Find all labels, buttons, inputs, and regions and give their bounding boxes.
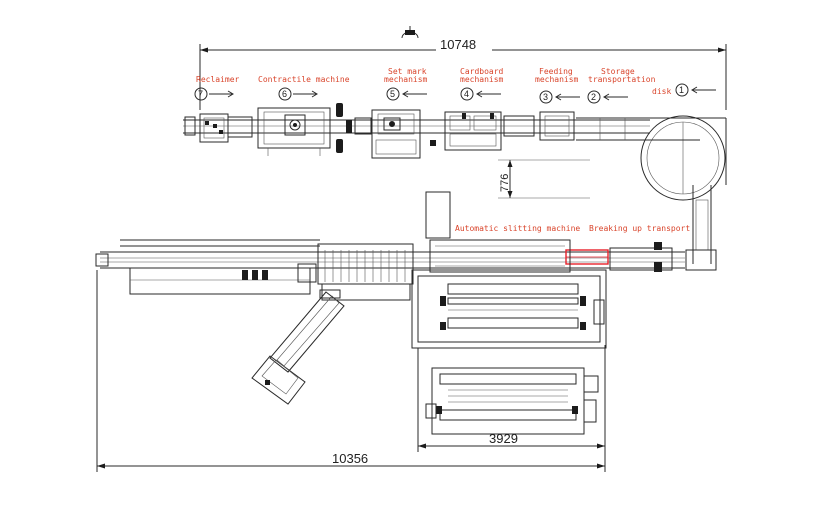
svg-text:5: 5 bbox=[390, 89, 395, 99]
svg-text:3: 3 bbox=[543, 92, 548, 102]
lifting-hook-icon bbox=[401, 26, 419, 39]
station-5-label: Set mark bbox=[388, 67, 427, 76]
station-5-label-2: mechanism bbox=[384, 75, 428, 84]
lower-slitter-unit bbox=[425, 367, 599, 435]
set-mark-mechanism bbox=[354, 109, 436, 159]
roller-bottom bbox=[336, 139, 343, 153]
slitter-width-dimension: 3929 bbox=[489, 431, 518, 446]
marker-4: 4 bbox=[460, 87, 501, 101]
cardboard-mechanism bbox=[444, 111, 535, 151]
angled-chute bbox=[251, 289, 345, 405]
svg-text:2: 2 bbox=[591, 92, 596, 102]
marker-2: 2 bbox=[587, 90, 628, 104]
top-width-dimension: 10748 bbox=[440, 37, 476, 52]
disk bbox=[640, 115, 727, 201]
vertical-dimension: 776 bbox=[498, 159, 590, 199]
reclaimer bbox=[184, 113, 253, 143]
marker-5: 5 bbox=[386, 87, 427, 101]
breaking-up-label: Breaking up transport bbox=[589, 224, 690, 233]
svg-text:1: 1 bbox=[679, 85, 684, 95]
marker-6: 6 bbox=[278, 87, 318, 101]
station-6-label: Contractile machine bbox=[258, 75, 350, 84]
svg-text:7: 7 bbox=[198, 89, 203, 99]
station-labels: Reclaimer Contractile machine Set mark m… bbox=[196, 67, 671, 96]
station-markers: 7 6 5 4 3 2 1 bbox=[194, 83, 716, 104]
marker-7: 7 bbox=[194, 87, 234, 101]
station-4-label: Cardboard bbox=[460, 67, 504, 76]
feed-column bbox=[685, 185, 717, 271]
storage-transportation bbox=[576, 117, 650, 141]
left-discharge-table bbox=[129, 263, 317, 295]
slitting-machine bbox=[411, 239, 607, 349]
upper-line bbox=[183, 103, 727, 201]
svg-text:4: 4 bbox=[464, 89, 469, 99]
station-3-label: Feeding bbox=[539, 67, 573, 76]
top-dimension: 10748 bbox=[199, 37, 727, 110]
marker-3: 3 bbox=[539, 90, 580, 104]
main-conveyor bbox=[95, 239, 685, 269]
bottom-width-dimension: 10356 bbox=[332, 451, 368, 466]
upper-cabinet bbox=[425, 191, 451, 239]
roller-top bbox=[336, 103, 343, 117]
station-2-label: Storage bbox=[601, 67, 635, 76]
contractile-machine bbox=[257, 107, 331, 156]
svg-text:6: 6 bbox=[282, 89, 287, 99]
station-4-label-2: mechanism bbox=[460, 75, 504, 84]
station-2-label-2: transportation bbox=[588, 75, 656, 84]
slitting-machine-label: Automatic slitting machine bbox=[455, 224, 580, 233]
roll-rack bbox=[317, 243, 414, 301]
lower-line: Automatic slitting machine Breaking up t… bbox=[95, 185, 717, 472]
vertical-offset-dimension: 776 bbox=[499, 174, 511, 192]
marker-1: 1 bbox=[675, 83, 716, 97]
station-3-label-2: mechanism bbox=[535, 75, 579, 84]
station-1-label: disk bbox=[652, 87, 671, 96]
feeding-mechanism bbox=[539, 111, 575, 141]
station-7-label: Reclaimer bbox=[196, 75, 240, 84]
bottom-dimensions: 3929 10356 bbox=[96, 270, 606, 472]
breaking-up-transport bbox=[565, 242, 673, 272]
